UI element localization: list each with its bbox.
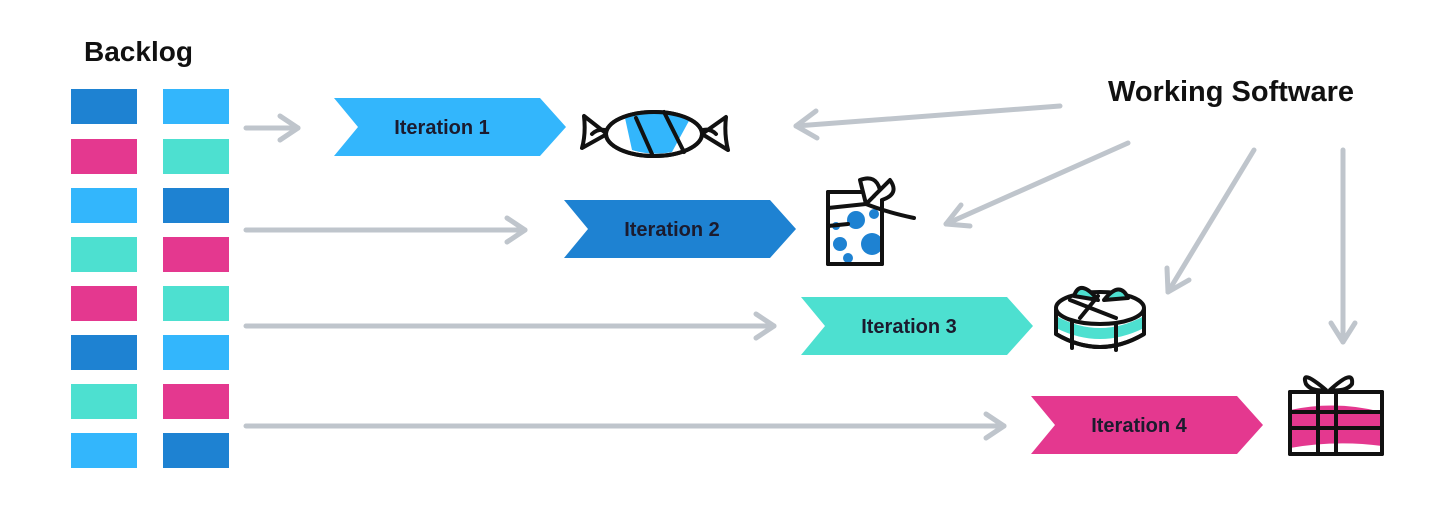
backlog-block <box>163 384 229 419</box>
iteration-3-label: Iteration 3 <box>861 316 957 338</box>
software-arrow-1-head <box>793 108 820 141</box>
software-arrow-2-head <box>943 202 973 229</box>
backlog-block <box>163 286 229 321</box>
iteration-1: Iteration 1 <box>334 98 566 156</box>
backlog-arrow-4-head <box>983 411 1007 441</box>
iteration-2: Iteration 2 <box>564 200 796 258</box>
software-arrow-4-head <box>1328 320 1358 345</box>
software-arrow-3 <box>1165 147 1257 295</box>
software-arrow-3-head <box>1164 265 1192 295</box>
software-arrow-1 <box>793 103 1063 129</box>
iteration-3-chevron <box>801 297 1033 355</box>
candy-icon <box>580 110 730 158</box>
backlog-block <box>71 286 137 321</box>
iteration-1-label: Iteration 1 <box>394 117 490 139</box>
backlog-block <box>163 139 229 174</box>
backlog-block <box>163 335 229 370</box>
backlog-block <box>71 433 137 468</box>
backlog-block <box>71 89 137 124</box>
backlog-arrow-1-head <box>277 113 301 143</box>
software-arrow-2 <box>943 140 1131 227</box>
wrapped-present-icon <box>1288 375 1384 456</box>
iteration-2-chevron <box>564 200 796 258</box>
backlog-block <box>71 335 137 370</box>
backlog-block <box>71 384 137 419</box>
iteration-4-label: Iteration 4 <box>1091 415 1187 437</box>
working-software-title: Working Software <box>1108 76 1354 108</box>
iteration-2-label: Iteration 2 <box>624 219 720 241</box>
backlog-block <box>71 139 137 174</box>
iteration-4: Iteration 4 <box>1031 396 1263 454</box>
backlog-arrow-2-head <box>504 215 528 245</box>
backlog-block <box>163 188 229 223</box>
round-gift-icon <box>1054 286 1146 352</box>
backlog-block <box>163 433 229 468</box>
backlog-block <box>163 89 229 124</box>
backlog-block <box>163 237 229 272</box>
iteration-1-chevron <box>334 98 566 156</box>
backlog-arrow-3-head <box>753 311 777 341</box>
iteration-4-chevron <box>1031 396 1263 454</box>
gift-box-icon <box>826 176 916 266</box>
iteration-3: Iteration 3 <box>801 297 1033 355</box>
backlog-block <box>71 188 137 223</box>
backlog-block <box>71 237 137 272</box>
backlog-title: Backlog <box>84 36 193 67</box>
